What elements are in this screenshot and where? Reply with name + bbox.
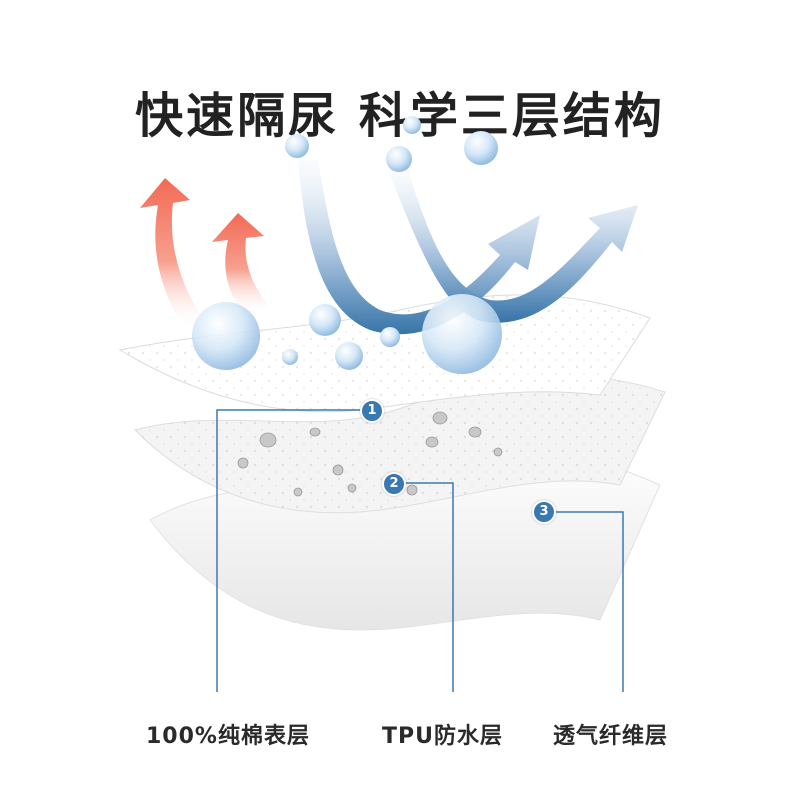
bubble [380,327,400,347]
leader-line-2 [393,482,454,692]
layer-marker-1: 1 [360,399,384,423]
bubble [464,131,498,165]
warm-arrow-left [140,178,205,330]
layer-label-cotton: 100%纯棉表层 [146,724,310,749]
layer-marker-3: 3 [532,500,556,524]
bubble [285,134,309,158]
bubble [192,302,260,370]
bubble [335,342,363,370]
bubble [422,294,502,374]
bubble [403,116,421,134]
leader-line-3 [543,511,624,692]
water-droplets [237,411,503,497]
bubble [309,304,341,336]
warm-arrow-right [212,213,268,315]
layer-marker-2: 2 [382,472,406,496]
leader-line-1 [216,409,370,692]
layer-label-fiber: 透气纤维层 [553,724,669,749]
cool-arrow-left [298,160,540,335]
layer-label-tpu: TPU防水层 [382,724,503,749]
page-title: 快速隔尿 科学三层结构 [135,88,665,144]
cool-arrow-right [388,170,638,323]
bubble [282,349,298,365]
bubble [386,146,412,172]
